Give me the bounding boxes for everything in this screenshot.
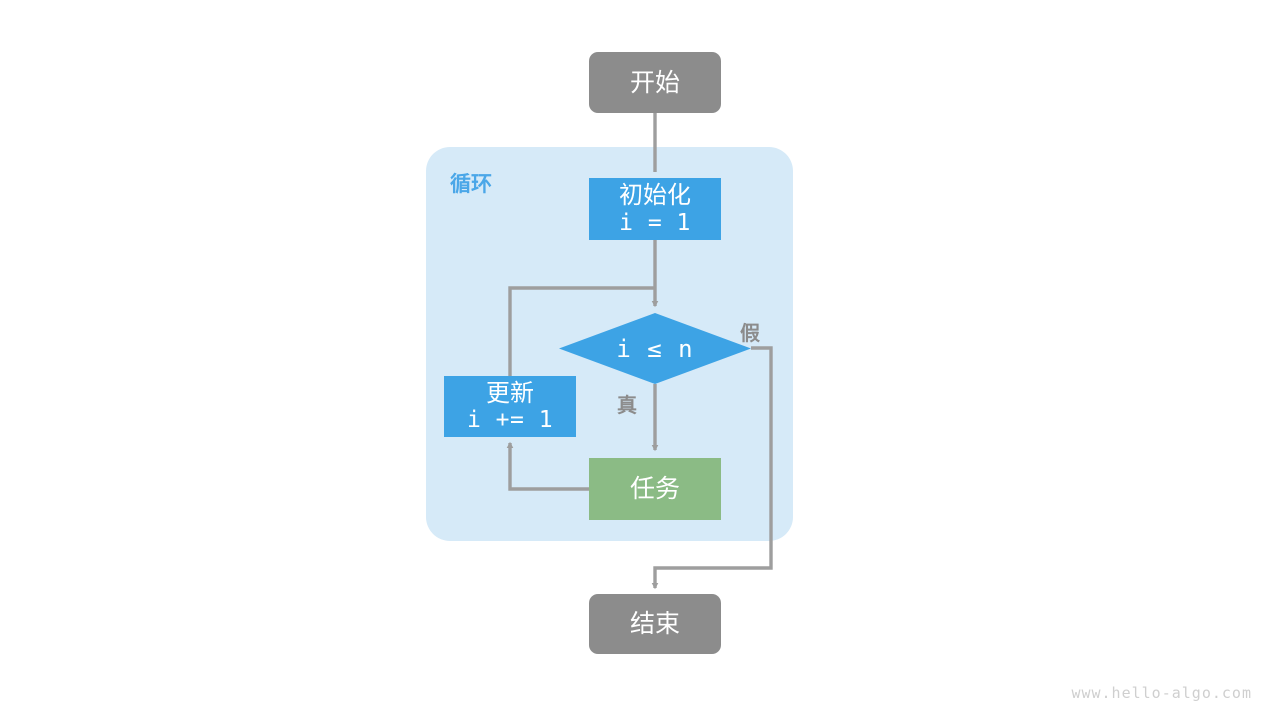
loop-container-label: 循环 — [450, 172, 492, 196]
node-end[interactable]: 结束 — [589, 594, 721, 654]
node-init[interactable]: 初始化 i = 1 — [589, 178, 721, 240]
watermark: www.hello-algo.com — [1071, 684, 1252, 702]
node-update-label-line2: i += 1 — [466, 407, 554, 434]
node-condition-label[interactable]: i ≤ n — [616, 335, 694, 363]
edge-label-false: 假 — [740, 321, 760, 345]
node-start[interactable]: 开始 — [589, 52, 721, 113]
node-start-label: 开始 — [629, 67, 680, 97]
node-init-label-line2: i = 1 — [619, 209, 691, 236]
edge-condition-false-to-end — [651, 346, 773, 590]
node-end-label: 结束 — [629, 609, 680, 639]
edge-task-to-update — [506, 441, 589, 491]
edge-update-to-condition — [508, 286, 655, 376]
node-task-label: 任务 — [629, 474, 680, 504]
node-update-label-line1: 更新 — [486, 378, 534, 407]
node-condition-shape — [559, 313, 751, 384]
edge-label-true: 真 — [617, 393, 637, 417]
node-init-label-line1: 初始化 — [619, 181, 691, 210]
node-update[interactable]: 更新 i += 1 — [444, 376, 576, 437]
node-task[interactable]: 任务 — [589, 458, 721, 520]
